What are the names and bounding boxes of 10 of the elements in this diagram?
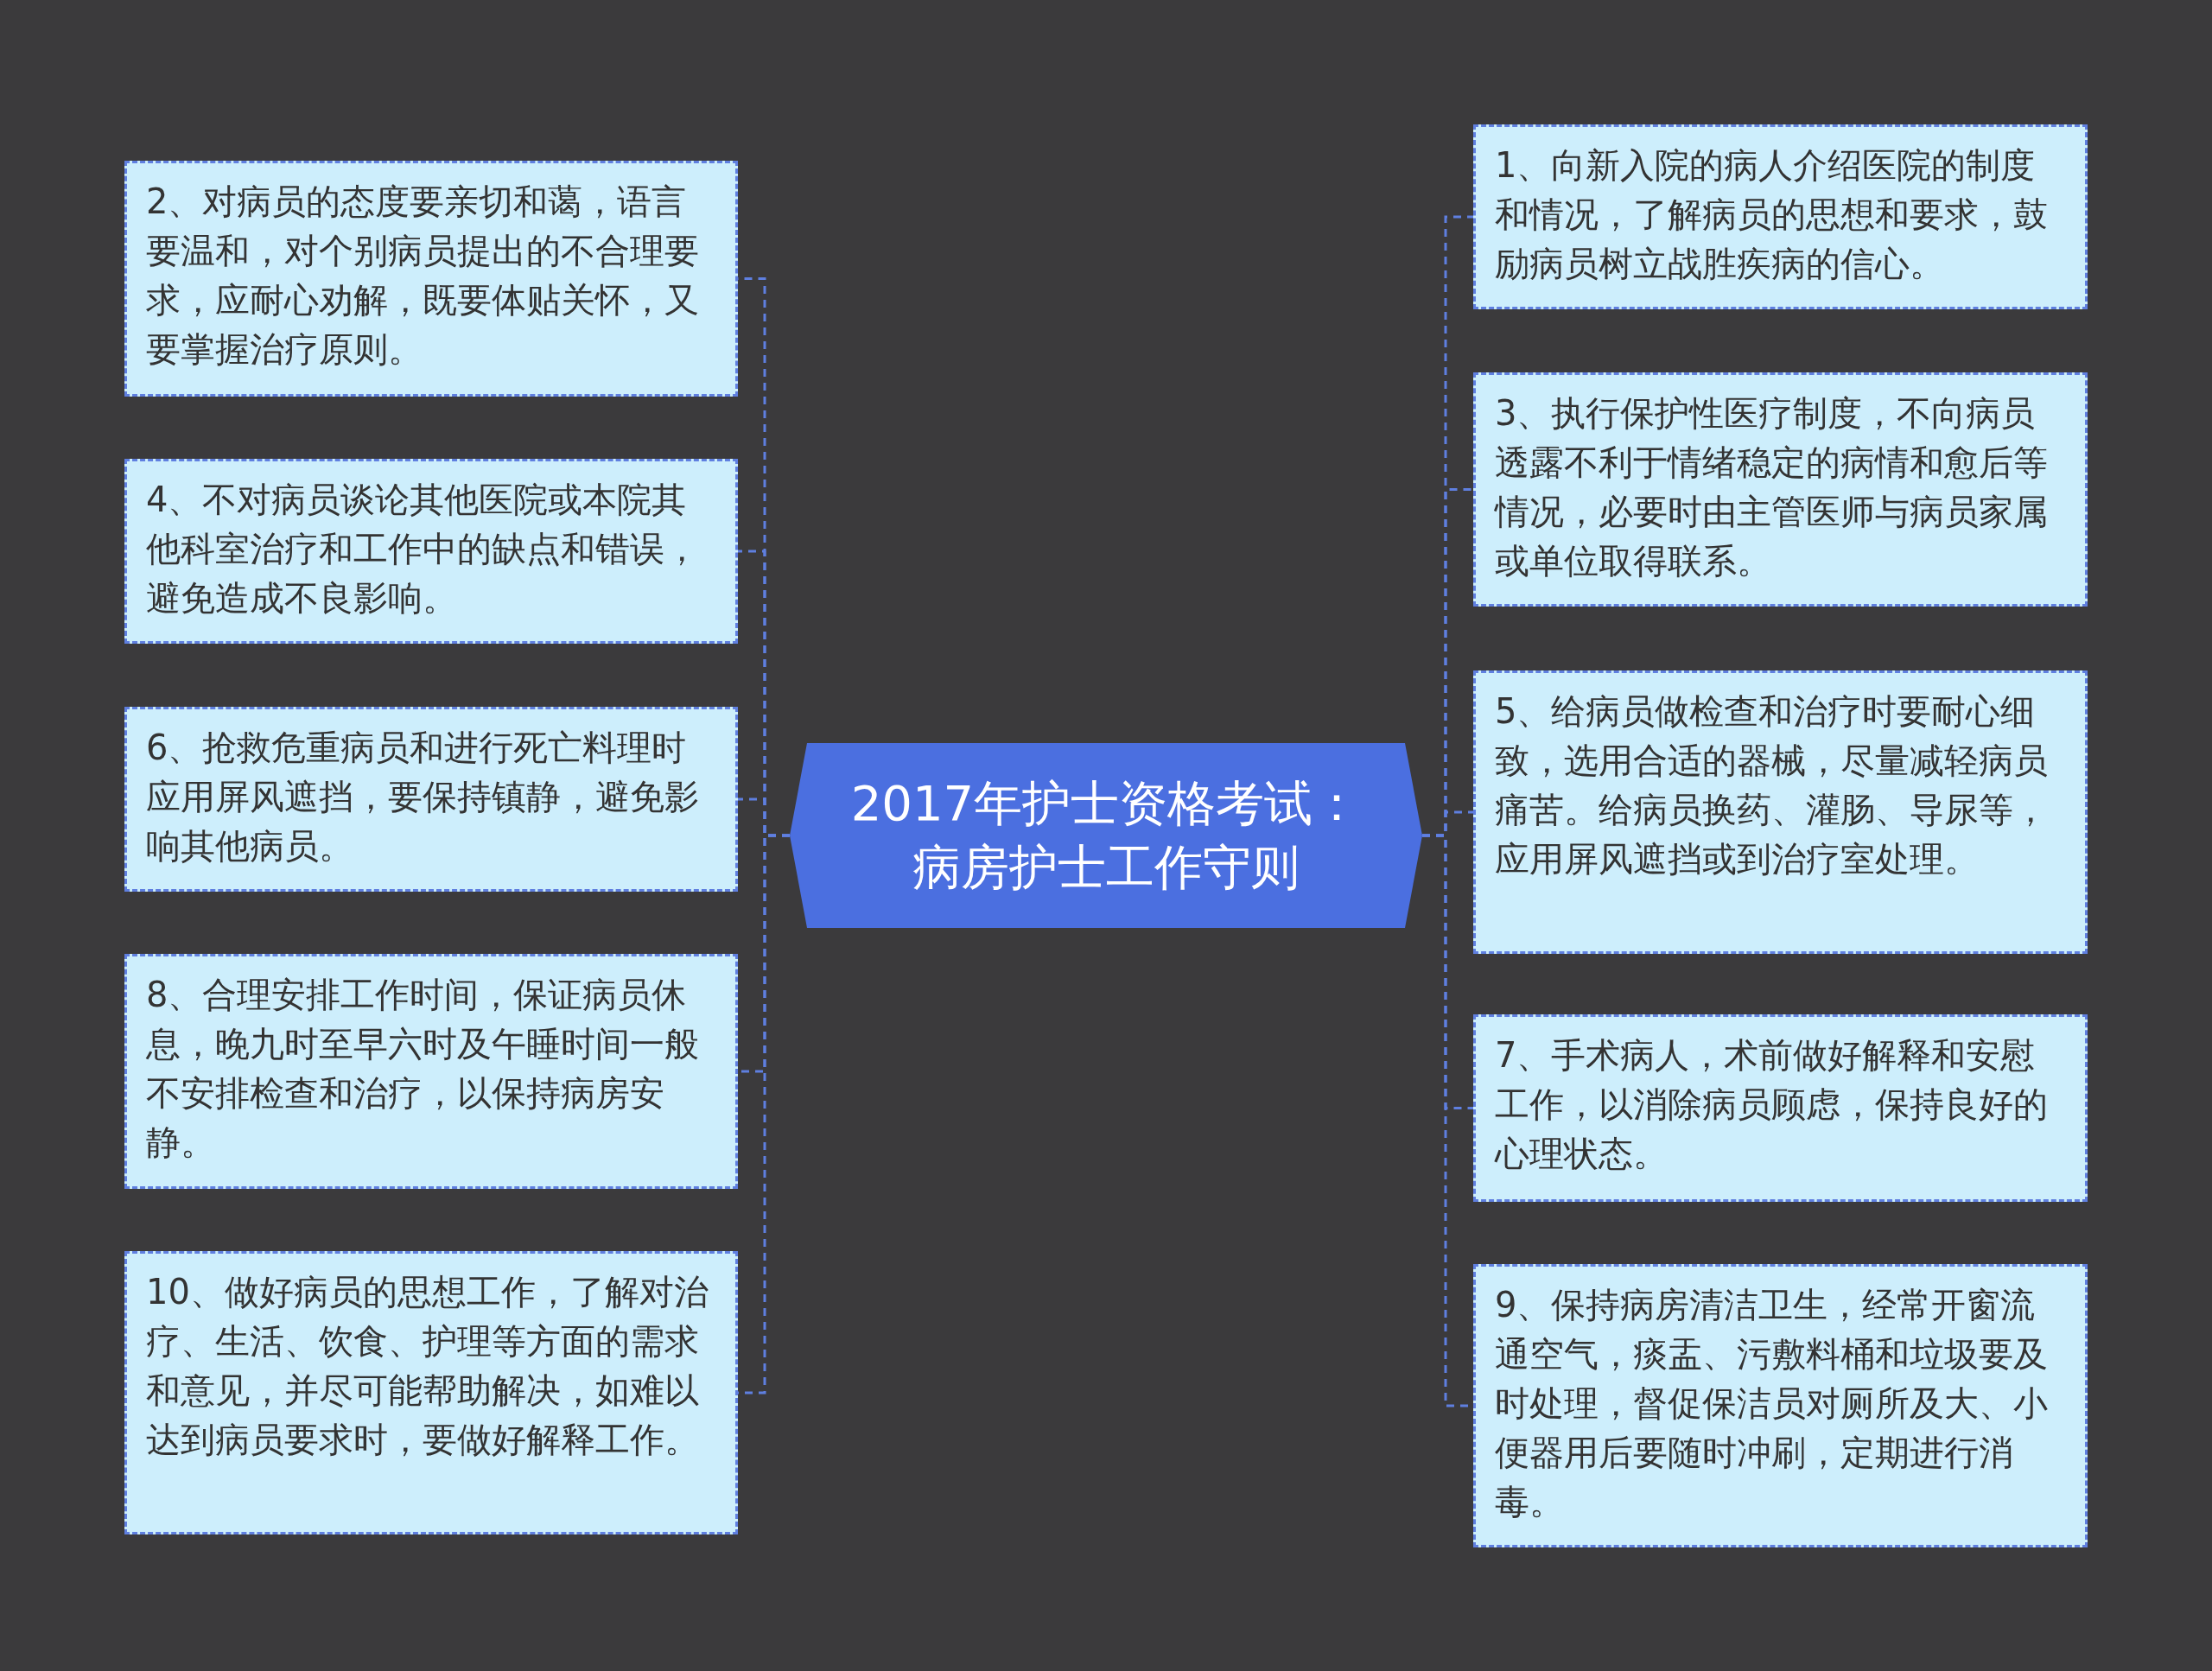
text-box: 4、不对病员谈论其他医院或本院其他科室治疗和工作中的缺点和错误，避免造成不良影响。 <box>124 459 738 644</box>
text-box: 10、做好病员的思想工作，了解对治疗、生活、饮食、护理等方面的需求和意见，并尽可能帮助解决，如难以达到病员要求时，要做好解释工作。 <box>124 1251 738 1534</box>
text-box: 6、抢救危重病员和进行死亡料理时应用屏风遮挡，要保持镇静，避免影响其他病员。 <box>124 707 738 892</box>
text-box: 5、给病员做检查和治疗时要耐心细致，选用合适的器械，尽量减轻病员痛苦。给病员换药、灌肠、导尿等，应用屏风遮挡或到治疗室处理。 <box>1473 670 2088 954</box>
text-box: 7、手术病人，术前做好解释和安慰工作，以消除病员顾虑，保持良好的心理状态。 <box>1473 1014 2088 1202</box>
text-box: 2、对病员的态度要亲切和蔼，语言要温和，对个别病员提出的不合理要求，应耐心劝解，既要体贴关怀，又要掌握治疗原则。 <box>124 161 738 397</box>
text-box: 8、合理安排工作时间，保证病员休息，晚九时至早六时及午睡时间一般不安排检查和治疗，以保持病房安静。 <box>124 954 738 1189</box>
text-box: 9、保持病房清洁卫生，经常开窗流通空气，痰盂、污敷料桶和垃圾要及时处理，督促保洁员对厕所及大、小便器用后要随时冲刷，定期进行消毒。 <box>1473 1264 2088 1547</box>
text-box: 1、向新入院的病人介绍医院的制度和情况，了解病员的思想和要求，鼓励病员树立战胜疾病的信心。 <box>1473 124 2088 309</box>
text-box: 3、执行保护性医疗制度，不向病员透露不利于情绪稳定的病情和愈后等情况，必要时由主管医师与病员家属或单位取得联系。 <box>1473 372 2088 607</box>
